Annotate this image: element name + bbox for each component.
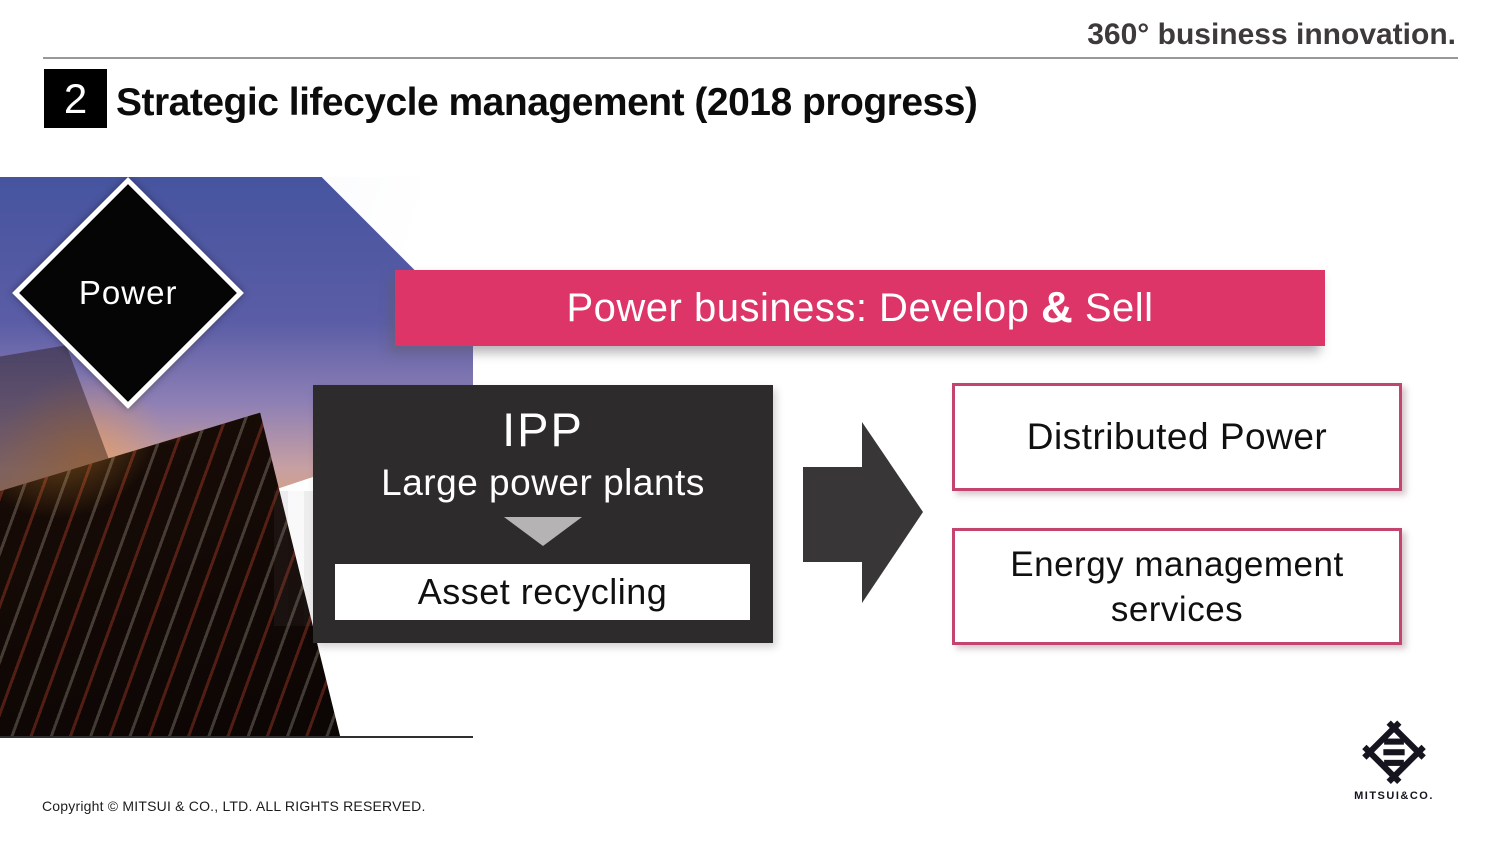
photo-bottom-divider xyxy=(0,736,473,738)
outcome-box-distributed-power: Distributed Power xyxy=(952,383,1402,491)
banner-text-after: Sell xyxy=(1073,285,1154,330)
banner-text-before: Power business: Develop xyxy=(566,285,1041,330)
ipp-subtitle: Large power plants xyxy=(381,462,705,503)
power-business-banner: Power business: Develop & Sell xyxy=(395,270,1325,346)
ipp-title: IPP xyxy=(502,403,584,456)
down-triangle-icon xyxy=(504,517,582,546)
header-divider xyxy=(43,57,1458,59)
mitsui-logo-text: MITSUI&CO. xyxy=(1354,790,1434,802)
slide-number-box: 2 xyxy=(44,69,107,128)
slide-number: 2 xyxy=(63,74,88,122)
banner-ampersand: & xyxy=(1040,283,1074,332)
brand-tagline: 360° business innovation. xyxy=(1087,18,1456,51)
ipp-box: IPP Large power plants Asset recycling xyxy=(313,385,773,643)
mitsui-logo-mark-icon xyxy=(1362,720,1426,785)
copyright-notice: Copyright © MITSUI & CO., LTD. ALL RIGHT… xyxy=(42,798,426,814)
power-diamond-label: Power xyxy=(78,273,178,311)
slide-title: Strategic lifecycle management (2018 pro… xyxy=(116,81,978,124)
mitsui-logo: MITSUI&CO. xyxy=(1352,718,1436,802)
asset-recycling-box: Asset recycling xyxy=(335,564,750,620)
flow-arrow-icon xyxy=(803,422,923,603)
outcome-box-energy-management: Energy management services xyxy=(952,528,1402,645)
